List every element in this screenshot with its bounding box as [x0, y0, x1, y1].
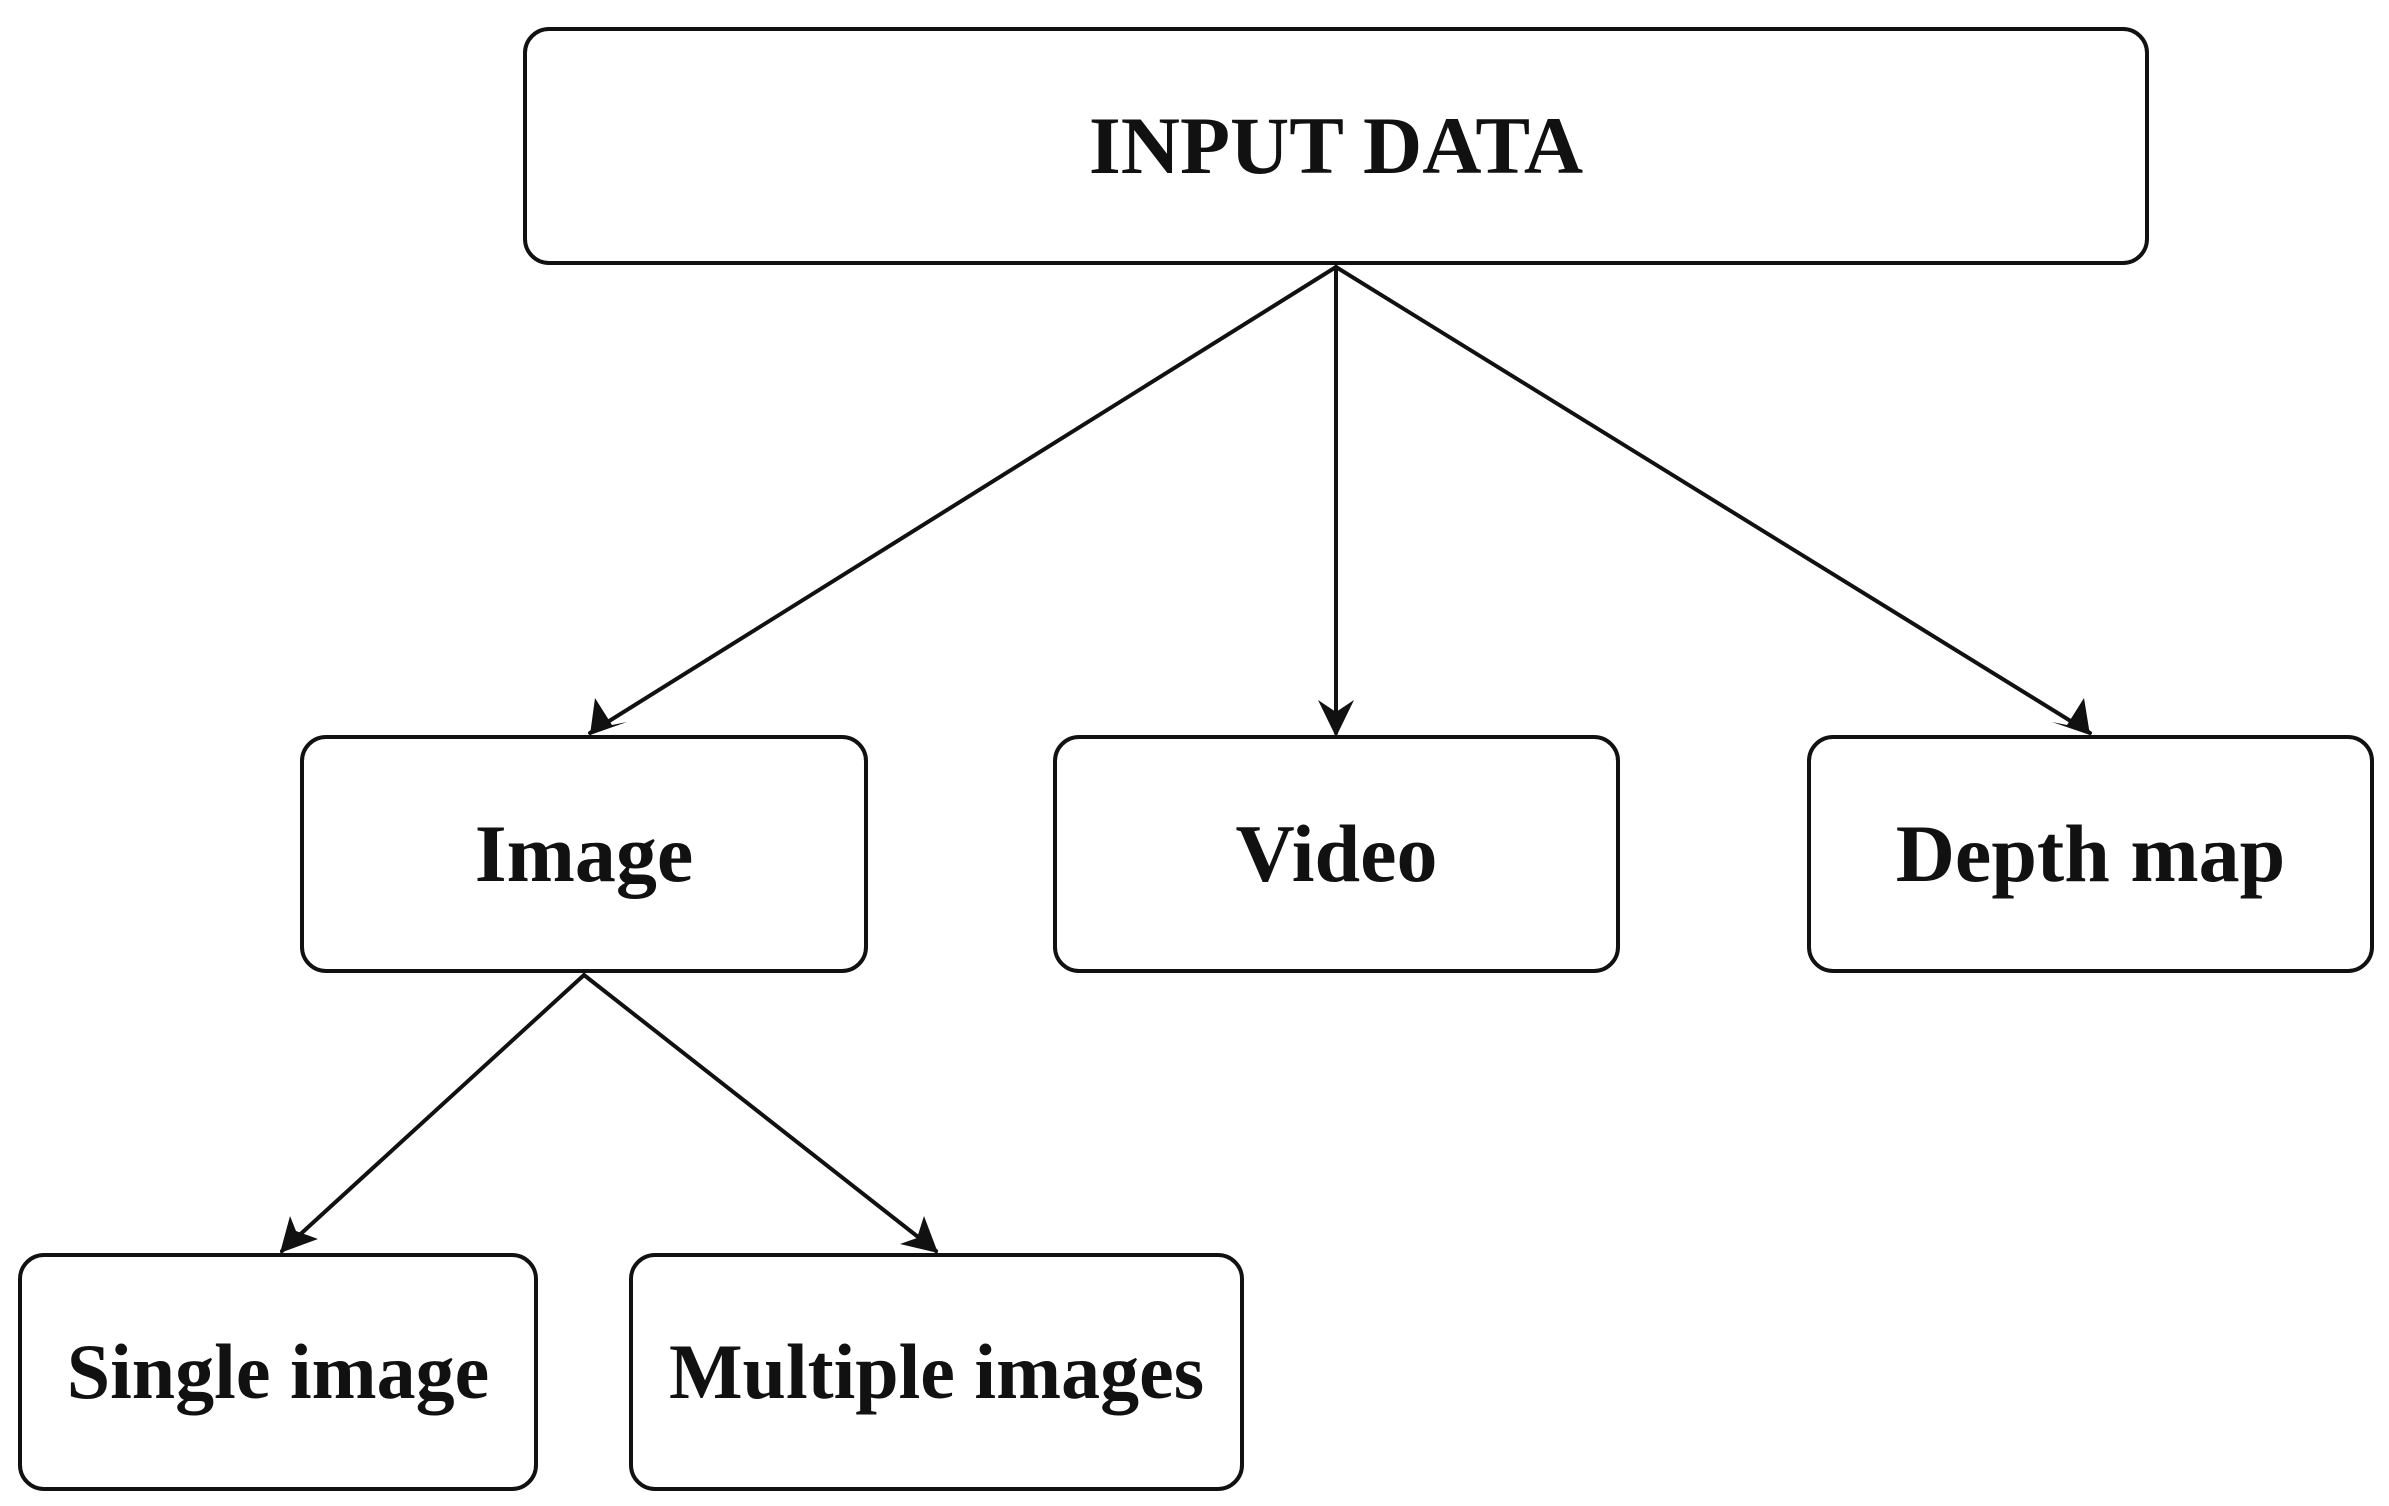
arrow-image-to-multiple-images	[582, 973, 938, 1253]
single-image-box: Single image	[18, 1253, 538, 1491]
arrowhead-depth-map	[2052, 698, 2090, 735]
multiple-images-label: Multiple images	[668, 1328, 1205, 1415]
multiple-images-box: Multiple images	[629, 1253, 1244, 1491]
arrow-root-to-image	[588, 265, 1338, 735]
arrowhead-video	[1318, 700, 1354, 737]
video-label: Video	[1235, 808, 1438, 899]
arrowhead-image	[590, 698, 627, 735]
depth-map-box: Depth map	[1807, 735, 2374, 973]
depth-map-label: Depth map	[1895, 808, 2286, 899]
arrowhead-multiple-images	[900, 1216, 938, 1253]
input-data-label: INPUT DATA	[1088, 100, 1584, 191]
image-box: Image	[300, 735, 868, 973]
image-label: Image	[474, 808, 694, 899]
arrowhead-single-image	[280, 1216, 318, 1253]
arrow-root-to-depth-map	[1334, 265, 2092, 735]
video-box: Video	[1053, 735, 1620, 973]
single-image-label: Single image	[66, 1328, 490, 1415]
arrow-image-to-single-image	[280, 973, 586, 1253]
input-data-box: INPUT DATA	[523, 27, 2149, 265]
